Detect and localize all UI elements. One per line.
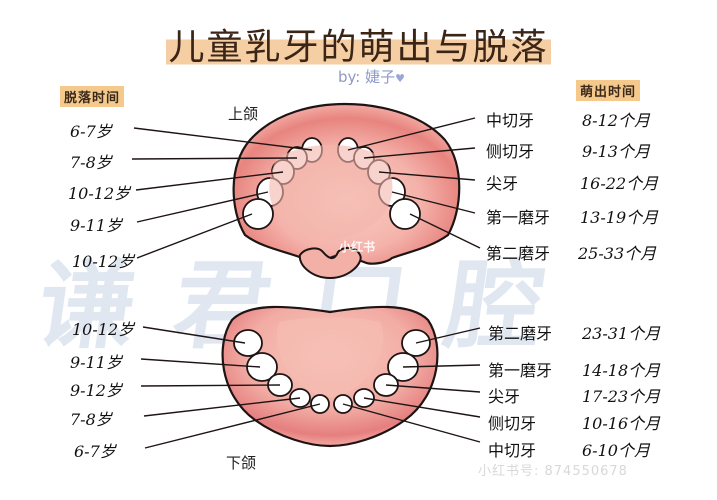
upper-tooth-1: 侧切牙 bbox=[486, 142, 535, 161]
heart-icon: ♥ bbox=[395, 72, 406, 85]
page-title: 儿童乳牙的萌出与脱落 bbox=[166, 27, 551, 68]
lower-tooth-2: 尖牙 bbox=[488, 387, 521, 406]
lower-eruption-2: 17-23个月 bbox=[582, 387, 661, 406]
upper-eruption-4: 25-33个月 bbox=[578, 244, 657, 263]
lower-eruption-0: 23-31个月 bbox=[582, 324, 661, 343]
lower-eruption-3: 10-16个月 bbox=[582, 414, 661, 433]
lower-jaw-label: 下颌 bbox=[226, 454, 257, 472]
lower-eruption-1: 14-18个月 bbox=[582, 361, 661, 380]
upper-eruption-2: 16-22个月 bbox=[580, 174, 659, 193]
upper-eruption-1: 9-13个月 bbox=[582, 142, 650, 161]
upper-eruption-3: 13-19个月 bbox=[580, 208, 659, 227]
upper-tooth-2: 尖牙 bbox=[486, 174, 519, 193]
footer-watermark: 小红书号: 874550678 bbox=[478, 464, 628, 479]
lower-eruption-4: 6-10个月 bbox=[582, 441, 650, 460]
leader-lines bbox=[131, 117, 481, 449]
lower-tooth-0: 第二磨牙 bbox=[488, 324, 553, 343]
upper-tooth-0: 中切牙 bbox=[486, 111, 535, 130]
shedding-time-header: 脱落时间 bbox=[60, 86, 125, 107]
upper-shedding-0: 6-7岁 bbox=[70, 122, 112, 141]
lower-shedding-1: 9-11岁 bbox=[70, 353, 122, 372]
byline: by: 婕子♥ bbox=[338, 68, 406, 86]
lower-jaw bbox=[221, 305, 439, 448]
upper-jaw bbox=[232, 102, 461, 280]
lower-tooth-4: 中切牙 bbox=[488, 441, 537, 460]
lower-shedding-4: 6-7岁 bbox=[74, 442, 116, 461]
upper-shedding-3: 9-11岁 bbox=[70, 216, 122, 235]
center-watermark: 小红书 bbox=[339, 240, 376, 254]
lower-shedding-0: 10-12岁 bbox=[72, 320, 135, 339]
upper-shedding-2: 10-12岁 bbox=[68, 184, 131, 203]
lower-tooth-3: 侧切牙 bbox=[488, 414, 537, 433]
upper-shedding-1: 7-8岁 bbox=[70, 153, 112, 172]
lower-shedding-2: 9-12岁 bbox=[70, 381, 122, 400]
upper-tooth-4: 第二磨牙 bbox=[486, 244, 551, 263]
upper-shedding-4: 10-12岁 bbox=[72, 252, 135, 271]
author: 婕子 bbox=[365, 68, 396, 86]
lower-teeth bbox=[233, 329, 431, 414]
upper-jaw-label: 上颌 bbox=[228, 105, 259, 123]
upper-tooth-3: 第一磨牙 bbox=[486, 208, 551, 227]
upper-eruption-0: 8-12个月 bbox=[582, 111, 650, 130]
lower-shedding-3: 7-8岁 bbox=[70, 410, 112, 429]
lower-tooth-1: 第一磨牙 bbox=[488, 361, 553, 380]
eruption-time-header: 萌出时间 bbox=[576, 80, 641, 101]
